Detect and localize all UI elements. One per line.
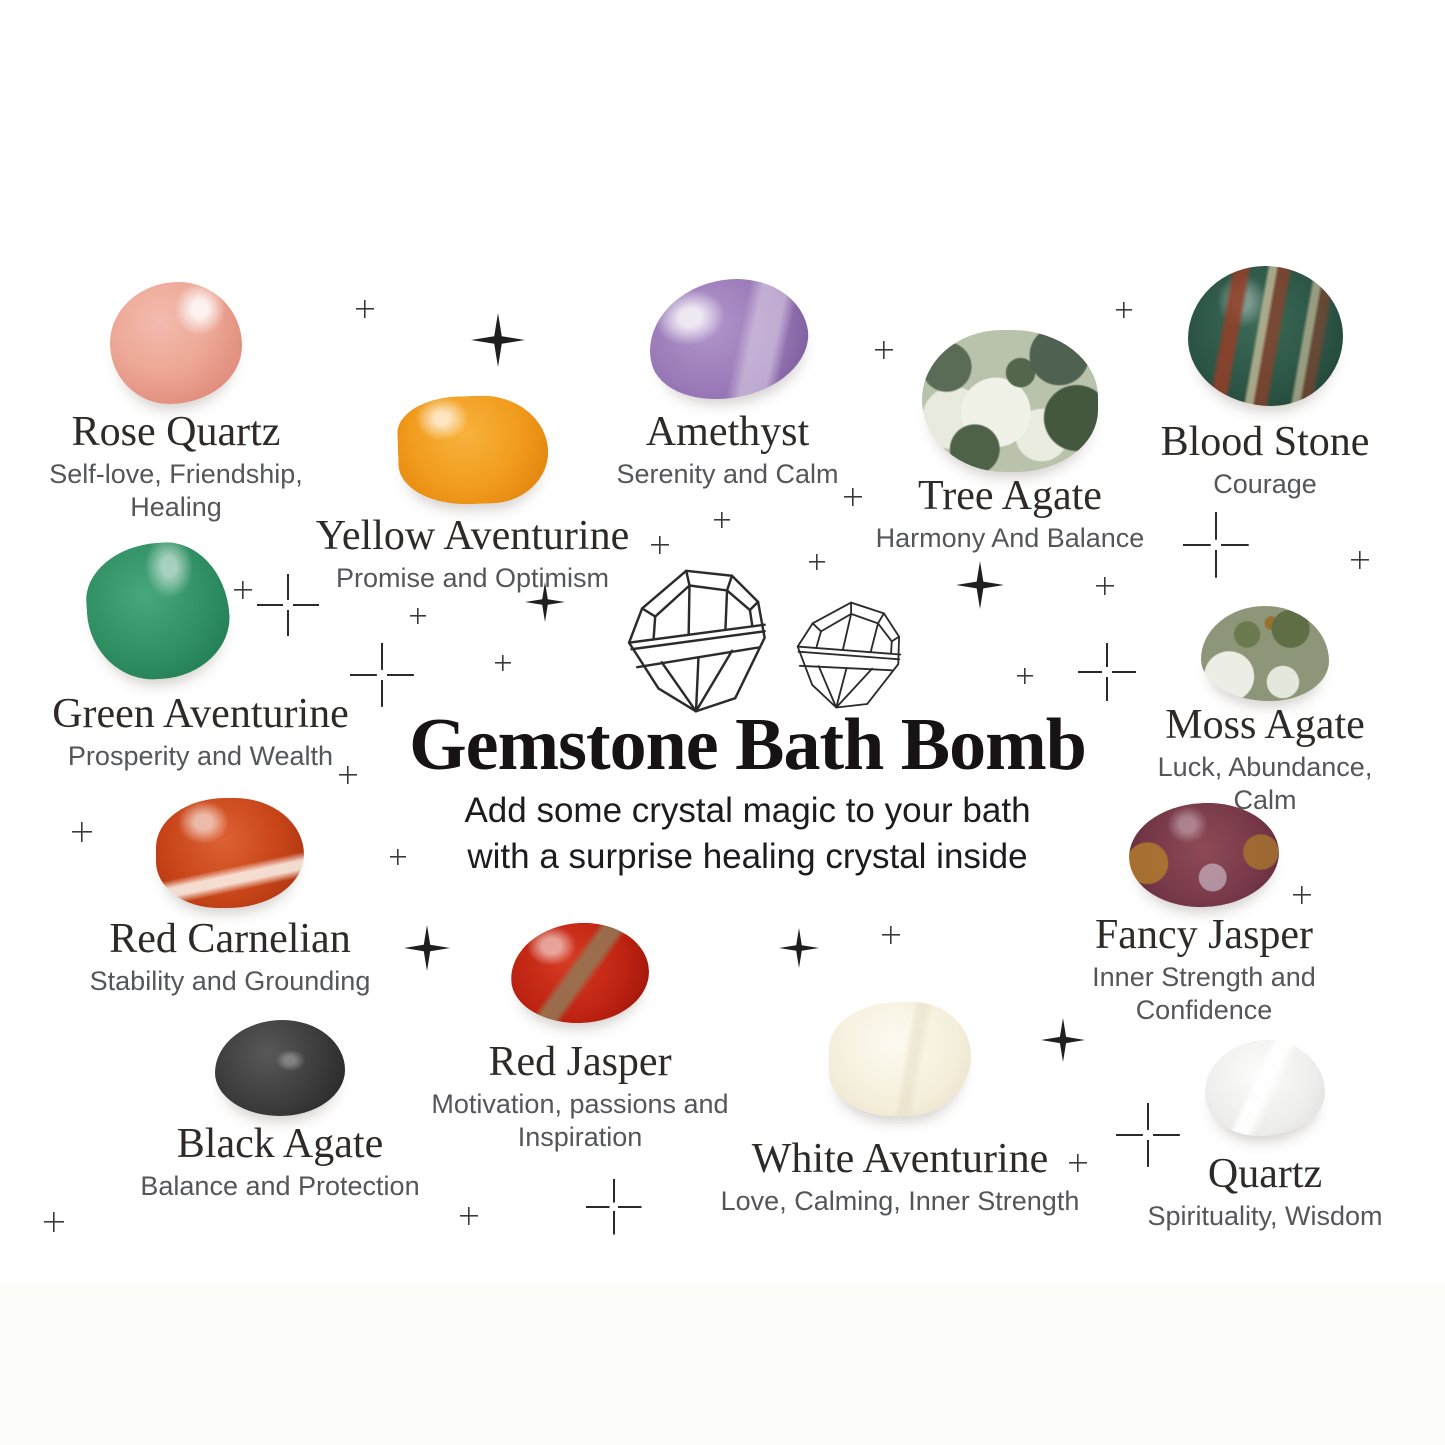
gem-entry-yellow-aventurine: Yellow Aventurine Promise and Optimism [295, 393, 650, 595]
sparkle-plus-icon [1096, 577, 1114, 595]
gem-name: Black Agate [176, 1121, 384, 1167]
sparkle-cross-icon [1116, 1103, 1180, 1167]
red-carnelian-stone [156, 798, 304, 908]
gem-description: Harmony And Balance [875, 523, 1145, 553]
gem-description: Self-love, Friendship, Healing [49, 459, 303, 522]
subtitle-line-1: Add some crystal magic to your bath [464, 791, 1031, 830]
gem-description: Luck, Abundance, Calm [1157, 752, 1373, 815]
sparkle-cross-icon [257, 574, 319, 636]
page-title: Gemstone Bath Bomb [409, 704, 1087, 786]
sparkle-cross-icon [350, 643, 414, 707]
sparkle-cross-icon [1078, 643, 1136, 701]
gem-entry-fancy-jasper: Fancy Jasper Inner Strength and Confiden… [1058, 799, 1350, 1027]
blood-stone-stone [1187, 266, 1343, 406]
gem-description: Serenity and Calm [616, 459, 839, 489]
gem-entry-red-carnelian: Red Carnelian Stability and Grounding [40, 798, 420, 998]
gem-description: Courage [1213, 469, 1317, 499]
gem-name: Quartz [1207, 1151, 1323, 1197]
white-aventurine-stone [829, 1002, 971, 1116]
amethyst-stone [636, 263, 819, 415]
sparkle-plus-icon [495, 655, 511, 671]
tree-agate-stone [922, 330, 1098, 472]
bottom-band [0, 1282, 1445, 1445]
gem-entry-black-agate: Black Agate Balance and Protection [115, 1020, 445, 1203]
moss-agate-stone [1201, 606, 1329, 701]
gem-entry-rose-quartz: Rose Quartz Self-love, Friendship, Heali… [16, 282, 336, 524]
gem-description: Prosperity and Wealth [67, 741, 334, 771]
gem-entry-amethyst: Amethyst Serenity and Calm [610, 263, 845, 491]
gem-description: Motivation, passions and Inspiration [431, 1089, 729, 1152]
gem-name: Moss Agate [1165, 702, 1365, 748]
gem-description: Promise and Optimism [335, 563, 610, 593]
gem-name: Blood Stone [1160, 419, 1370, 465]
sparkle-plus-icon [390, 849, 406, 865]
gem-entry-moss-agate: Moss Agate Luck, Abundance, Calm [1125, 606, 1405, 817]
sparkle-plus-icon [1293, 886, 1311, 904]
sparkle-plus-icon [1116, 302, 1132, 318]
sparkle-plus-icon [44, 1212, 64, 1232]
gem-description: Stability and Grounding [89, 966, 371, 996]
red-jasper-stone [509, 920, 651, 1026]
sparkle-plus-icon [714, 512, 730, 528]
sparkle-plus-icon [844, 488, 862, 506]
gem-entry-red-jasper: Red Jasper Motivation, passions and Insp… [415, 920, 745, 1154]
sparkle-plus-icon [339, 766, 357, 784]
gem-name: Amethyst [645, 409, 810, 455]
gem-description: Inner Strength and Confidence [1092, 962, 1316, 1025]
gem-name: White Aventurine [751, 1136, 1049, 1182]
gem-name: Rose Quartz [71, 409, 281, 455]
sparkle-plus-icon [651, 536, 669, 554]
black-agate-stone [215, 1020, 345, 1116]
sparkle-star-icon [956, 561, 1004, 609]
gem-name: Red Carnelian [109, 916, 351, 962]
gem-description: Balance and Protection [140, 1171, 420, 1201]
sparkle-plus-icon [875, 341, 893, 359]
sparkle-plus-icon [1017, 668, 1033, 684]
gem-entry-quartz: Quartz Spirituality, Wisdom [1130, 1040, 1400, 1233]
gem-description: Love, Calming, Inner Strength [720, 1186, 1080, 1216]
sparkle-plus-icon [1069, 1154, 1087, 1172]
fancy-jasper-stone [1126, 799, 1282, 911]
sparkle-plus-icon [882, 926, 900, 944]
gem-name: Yellow Aventurine [315, 513, 630, 559]
sparkle-plus-icon [410, 608, 426, 624]
sparkle-plus-icon [1351, 551, 1369, 569]
gem-description: Spirituality, Wisdom [1147, 1201, 1383, 1231]
sparkle-star-icon [471, 313, 525, 367]
sparkle-plus-icon [460, 1207, 478, 1225]
gem-entry-white-aventurine: White Aventurine Love, Calming, Inner St… [705, 1002, 1095, 1218]
gem-entry-tree-agate: Tree Agate Harmony And Balance [872, 330, 1148, 555]
rose-quartz-stone [110, 282, 242, 404]
gem-entry-blood-stone: Blood Stone Courage [1135, 266, 1395, 501]
green-aventurine-stone [82, 538, 234, 684]
sparkle-star-icon [779, 928, 819, 968]
yellow-aventurine-stone [395, 393, 550, 507]
sparkle-plus-icon [356, 300, 374, 318]
gem-name: Fancy Jasper [1094, 912, 1314, 958]
sparkle-cross-icon [586, 1179, 642, 1235]
gem-name: Red Jasper [488, 1039, 672, 1085]
subtitle-line-2: with a surprise healing crystal inside [467, 837, 1028, 876]
sparkle-cross-icon [1183, 512, 1249, 578]
sparkle-plus-icon [809, 554, 825, 570]
quartz-stone [1205, 1040, 1325, 1136]
sparkle-plus-icon [72, 822, 92, 842]
sparkle-plus-icon [234, 581, 252, 599]
gem-name: Tree Agate [918, 473, 1102, 519]
gem-name: Green Aventurine [52, 691, 349, 737]
gem-entry-green-aventurine: Green Aventurine Prosperity and Wealth [18, 538, 383, 773]
page-subtitle: Add some crystal magic to your bath with… [50, 788, 1445, 880]
